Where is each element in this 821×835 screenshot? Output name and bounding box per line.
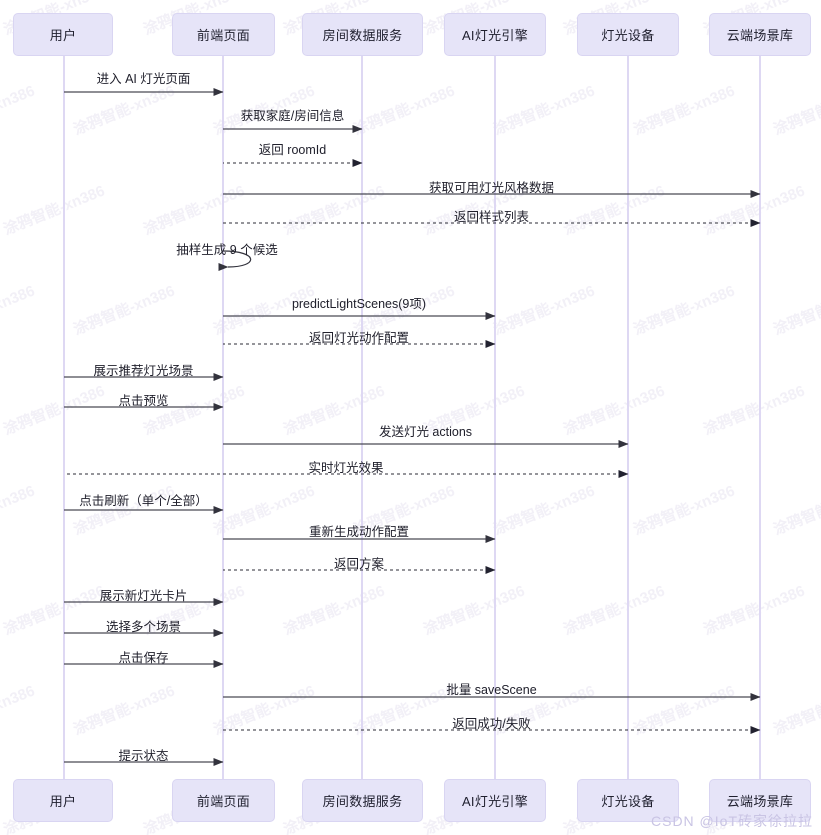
participant-label: 云端场景库 <box>726 794 794 809</box>
participant-label: 用户 <box>49 794 77 809</box>
message-label: 返回 roomId <box>258 143 327 157</box>
participant-label: AI灯光引擎 <box>461 28 529 43</box>
participant-label: 房间数据服务 <box>322 28 403 43</box>
participant-label: 灯光设备 <box>601 794 655 809</box>
message-label: 获取家庭/房间信息 <box>240 109 345 123</box>
participant-frontend-bottom: 前端页面 <box>172 779 275 822</box>
participant-aiengine-top: AI灯光引擎 <box>444 13 546 56</box>
message-label: 选择多个场景 <box>105 620 182 634</box>
participant-label: 房间数据服务 <box>322 794 403 809</box>
participant-label: AI灯光引擎 <box>461 794 529 809</box>
message-label: 点击保存 <box>118 651 169 665</box>
message-label: 实时灯光效果 <box>308 461 384 475</box>
message-label: 批量 saveScene <box>446 683 537 697</box>
participant-user-top: 用户 <box>13 13 113 56</box>
participant-cloudlib-bottom: 云端场景库 <box>709 779 811 822</box>
participant-label: 灯光设备 <box>601 28 655 43</box>
participant-label: 用户 <box>49 28 77 43</box>
message-label: 返回灯光动作配置 <box>308 331 410 345</box>
participant-device-top: 灯光设备 <box>577 13 679 56</box>
message-label: 返回样式列表 <box>453 210 530 224</box>
message-label: 进入 AI 灯光页面 <box>96 72 191 86</box>
message-arrow-self <box>218 250 252 272</box>
message-label: 返回成功/失败 <box>452 717 531 731</box>
message-label: 提示状态 <box>118 749 169 763</box>
message-label: 点击刷新（单个/全部） <box>79 494 208 508</box>
message-label: 抽样生成 9 个候选 <box>176 243 278 257</box>
messages-group <box>64 88 761 766</box>
csdn-watermark: CSDN @IoT砖家徐拉拉 <box>651 813 813 829</box>
message-label: 获取可用灯光风格数据 <box>428 181 555 195</box>
participant-label: 前端页面 <box>196 28 251 43</box>
message-label: 展示推荐灯光场景 <box>93 364 194 378</box>
message-label: 返回方案 <box>333 557 385 571</box>
participant-roomsvc-top: 房间数据服务 <box>302 13 423 56</box>
participant-device-bottom: 灯光设备 <box>577 779 679 822</box>
participant-cloudlib-top: 云端场景库 <box>709 13 811 56</box>
message-label: 发送灯光 actions <box>378 425 473 439</box>
participant-label: 前端页面 <box>196 794 251 809</box>
lifelines-group <box>63 56 761 779</box>
participant-user-bottom: 用户 <box>13 779 113 822</box>
participant-label: 云端场景库 <box>726 28 794 43</box>
message-label: 重新生成动作配置 <box>308 525 410 539</box>
message-label: 展示新灯光卡片 <box>99 589 188 603</box>
participant-roomsvc-bottom: 房间数据服务 <box>302 779 423 822</box>
participant-frontend-top: 前端页面 <box>172 13 275 56</box>
message-label: predictLightScenes(9项) <box>291 297 427 311</box>
message-label: 点击预览 <box>118 394 169 408</box>
participant-aiengine-bottom: AI灯光引擎 <box>444 779 546 822</box>
